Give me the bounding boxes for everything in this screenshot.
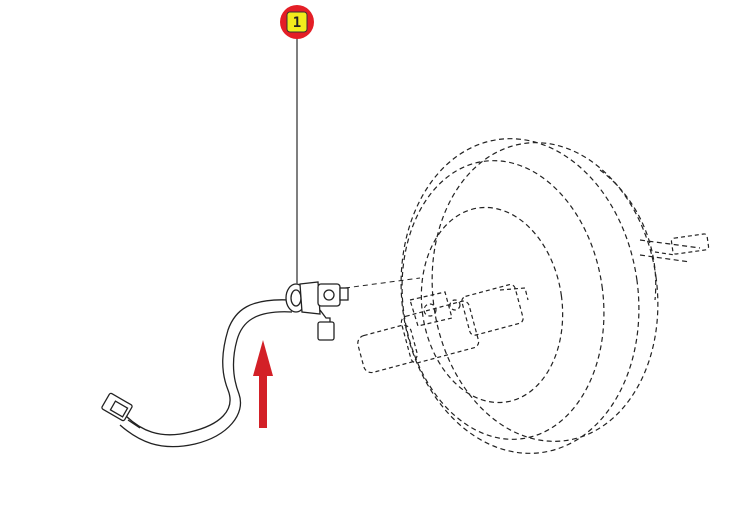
pushrod-end — [654, 233, 710, 256]
hose-connector — [101, 392, 141, 429]
guide-line — [344, 277, 421, 289]
brake-booster — [400, 138, 701, 454]
vacuum-hose — [119, 299, 293, 448]
callout-label: 1 — [293, 15, 301, 31]
up-arrow-icon — [253, 340, 273, 428]
master-cylinder — [357, 283, 529, 374]
vacuum-sensor — [285, 281, 349, 341]
callout-marker-icon: 1 — [280, 5, 314, 39]
